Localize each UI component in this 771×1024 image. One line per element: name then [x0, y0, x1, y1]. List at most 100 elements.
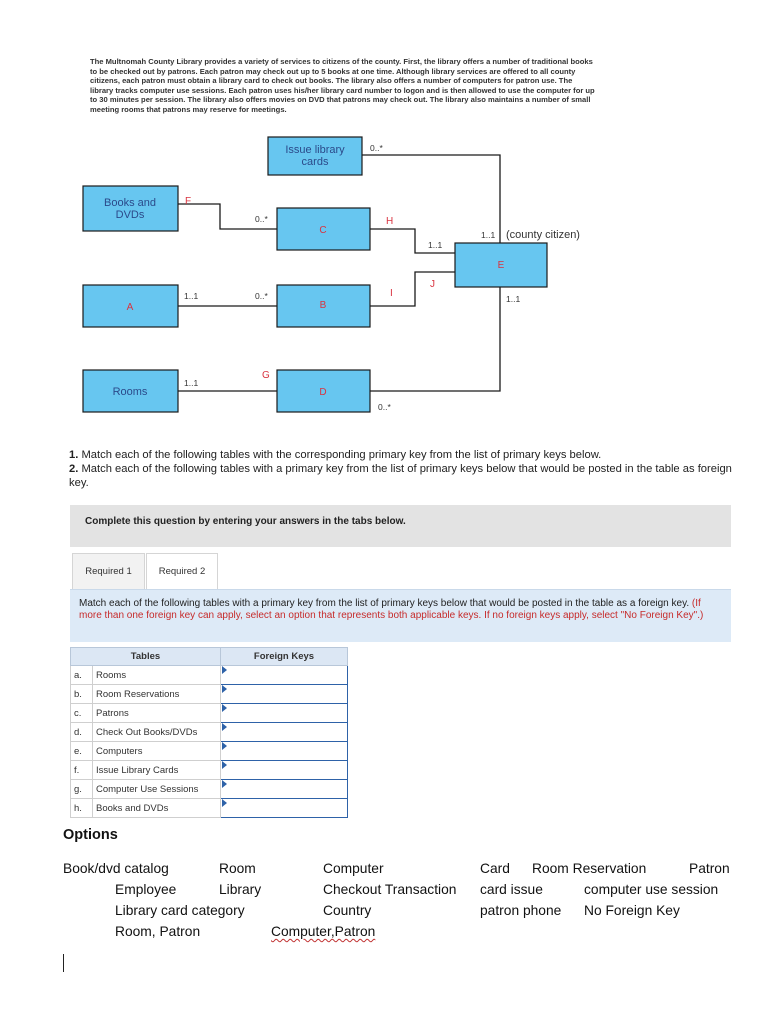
entity-a: A	[82, 284, 179, 328]
option-computer-patron: Computer,Patron	[271, 924, 376, 939]
foreign-key-input[interactable]	[221, 666, 351, 684]
foreign-key-input[interactable]	[221, 685, 351, 703]
rel-label-f: F	[185, 196, 191, 207]
foreign-key-input[interactable]	[221, 761, 351, 779]
rel-label-g: G	[262, 370, 270, 381]
option-patron: Patron	[689, 861, 730, 876]
tab-required-1[interactable]: Required 1	[72, 553, 145, 589]
option-computer: Computer	[323, 861, 384, 876]
foreign-key-dropdown[interactable]	[220, 741, 351, 761]
dropdown-arrow-icon	[222, 666, 227, 674]
entity-c: C	[276, 207, 371, 251]
answer-table: Tables Foreign Keys a. Rooms b. Room Res…	[70, 647, 351, 818]
entity-d-label: D	[319, 387, 326, 398]
option-book-dvd-catalog: Book/dvd catalog	[63, 861, 169, 876]
entity-d: D	[276, 369, 371, 413]
row-index: b.	[70, 684, 93, 704]
option-room-reservation: Room Reservation	[532, 861, 647, 876]
entity-b-label: B	[320, 300, 327, 311]
dropdown-arrow-icon	[222, 780, 227, 788]
foreign-key-dropdown[interactable]	[220, 722, 351, 742]
foreign-key-dropdown[interactable]	[220, 760, 351, 780]
instruction-1: 1. Match each of the following tables wi…	[69, 449, 602, 461]
foreign-key-dropdown[interactable]	[220, 665, 351, 685]
option-library-card-category: Library card category	[115, 903, 245, 918]
card-rooms: 1..1	[184, 378, 198, 388]
header-foreign-keys: Foreign Keys	[220, 647, 348, 666]
rel-label-j: J	[430, 279, 435, 290]
instruction-2: 2. Match each of the following tables wi…	[69, 463, 732, 489]
question-box: Match each of the following tables with …	[70, 589, 731, 642]
row-index: e.	[70, 741, 93, 761]
row-table-name: Room Reservations	[92, 684, 221, 704]
entity-e: E	[454, 242, 548, 288]
header-tables: Tables	[70, 647, 221, 666]
dropdown-arrow-icon	[222, 723, 227, 731]
diagram-connectors	[178, 154, 501, 392]
text-cursor	[63, 954, 64, 972]
row-table-name: Computer Use Sessions	[92, 779, 221, 799]
card-d: 0..*	[378, 402, 391, 412]
foreign-key-input[interactable]	[221, 799, 351, 817]
option-room-patron: Room, Patron	[115, 924, 201, 939]
option-checkout-transaction: Checkout Transaction	[323, 882, 457, 897]
foreign-key-input[interactable]	[221, 742, 351, 760]
question-note: (If more than one foreign key can apply,…	[79, 598, 704, 622]
row-table-name: Check Out Books/DVDs	[92, 722, 221, 742]
card-issue: 0..*	[370, 143, 383, 153]
row-table-name: Rooms	[92, 665, 221, 685]
foreign-key-dropdown[interactable]	[220, 798, 351, 818]
dropdown-arrow-icon	[222, 799, 227, 807]
entity-rooms: Rooms	[82, 369, 179, 413]
card-e-top: 1..1	[481, 230, 495, 240]
tab-required-2[interactable]: Required 2	[146, 553, 218, 589]
table-row: f. Issue Library Cards	[70, 760, 351, 780]
instructions: 1. Match each of the following tables wi…	[69, 448, 749, 490]
table-row: b. Room Reservations	[70, 684, 351, 704]
option-card-issue: card issue	[480, 882, 543, 897]
entity-b: B	[276, 284, 371, 328]
table-row: e. Computers	[70, 741, 351, 761]
foreign-key-dropdown[interactable]	[220, 703, 351, 723]
option-patron-phone: patron phone	[480, 903, 562, 918]
tab-panel-header	[70, 505, 731, 547]
option-computer-use-session: computer use session	[584, 882, 719, 897]
option-room: Room	[219, 861, 256, 876]
card-h: 1..1	[428, 240, 442, 250]
rel-label-i: I	[390, 288, 393, 299]
row-index: d.	[70, 722, 93, 742]
dropdown-arrow-icon	[222, 685, 227, 693]
row-table-name: Computers	[92, 741, 221, 761]
intro-paragraph: The Multnomah County Library provides a …	[90, 57, 595, 114]
card-e-note: (county citizen)	[506, 229, 580, 241]
option-no-foreign-key: No Foreign Key	[584, 903, 680, 918]
dropdown-arrow-icon	[222, 742, 227, 750]
panel-title: Complete this question by entering your …	[85, 516, 406, 527]
entity-e-label: E	[498, 260, 505, 271]
entity-rooms-label: Rooms	[113, 386, 148, 398]
row-index: c.	[70, 703, 93, 723]
table-row: h. Books and DVDs	[70, 798, 351, 818]
table-row: a. Rooms	[70, 665, 351, 685]
row-index: g.	[70, 779, 93, 799]
table-header-row: Tables Foreign Keys	[70, 647, 348, 666]
option-card: Card	[480, 861, 510, 876]
table-row: c. Patrons	[70, 703, 351, 723]
card-books-c: 0..*	[255, 214, 268, 224]
option-employee: Employee	[115, 882, 177, 897]
options-title: Options	[63, 827, 118, 843]
foreign-key-input[interactable]	[221, 704, 351, 722]
table-row: g. Computer Use Sessions	[70, 779, 351, 799]
rel-label-h: H	[386, 216, 393, 227]
foreign-key-input[interactable]	[221, 780, 351, 798]
foreign-key-dropdown[interactable]	[220, 684, 351, 704]
foreign-key-input[interactable]	[221, 723, 351, 741]
card-e-bottom: 1..1	[506, 294, 520, 304]
foreign-key-dropdown[interactable]	[220, 779, 351, 799]
row-index: f.	[70, 760, 93, 780]
